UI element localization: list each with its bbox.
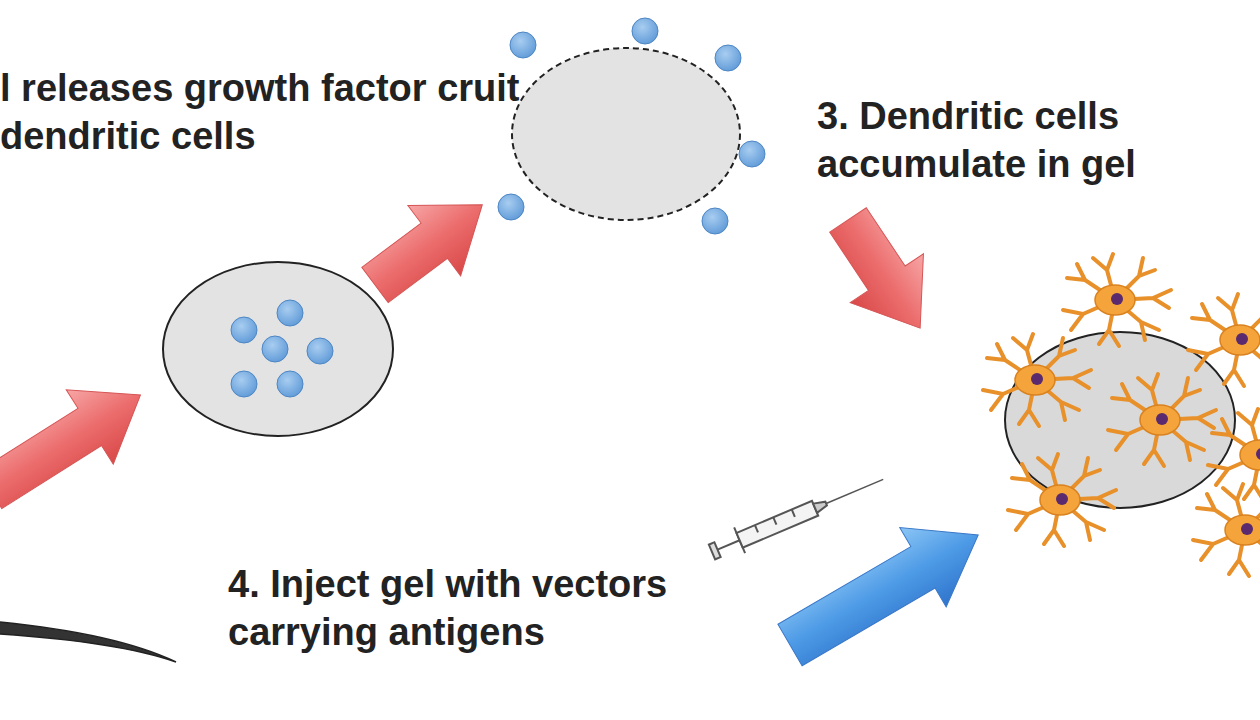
released-dots: [498, 18, 765, 234]
step-label: 3. Dendritic cells accumulate in gel: [817, 92, 1217, 188]
syringe: [707, 466, 889, 564]
dissolving-gel: [512, 48, 740, 220]
gel-ellipse: [163, 262, 393, 436]
step-label: 4. Inject gel with vectors carrying anti…: [228, 560, 788, 656]
inject-arrow: [767, 495, 1002, 684]
step-arrow: [811, 196, 956, 353]
gel-ellipse: [1005, 332, 1235, 508]
step-label: l releases growth factor cruit dendritic…: [0, 64, 520, 160]
step-arrow: [349, 169, 509, 320]
dendritic-cells: [983, 254, 1260, 576]
needle-curve: [0, 622, 176, 662]
growth-factor-dots: [231, 300, 333, 397]
step-arrow: [0, 358, 164, 527]
